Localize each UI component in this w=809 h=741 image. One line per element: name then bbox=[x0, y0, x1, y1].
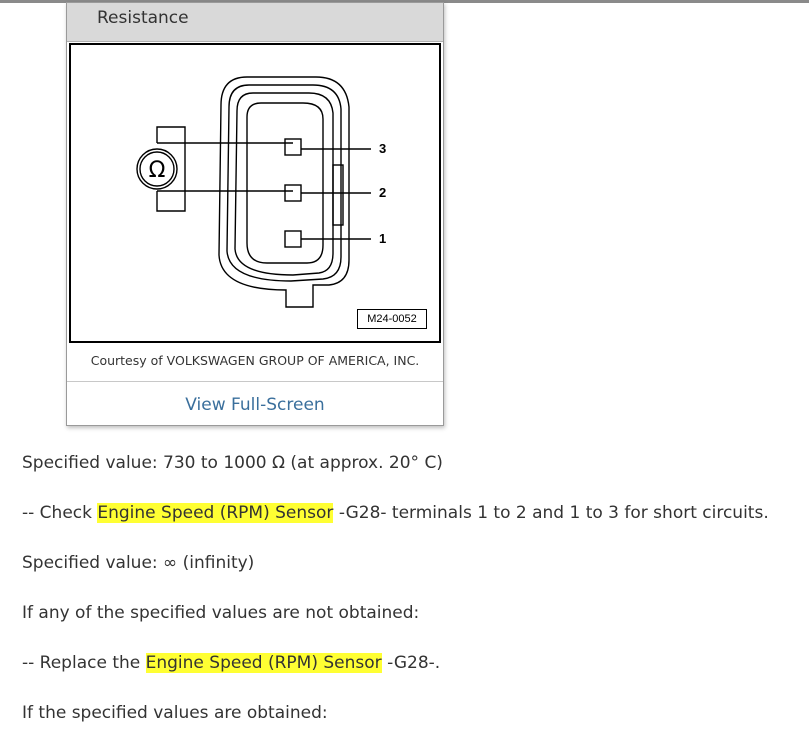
specified-value-resistance: Specified value: 730 to 1000 Ω (at appro… bbox=[22, 453, 443, 473]
terminal-1-pin bbox=[284, 230, 302, 248]
figure-title: Resistance bbox=[97, 8, 189, 28]
connector-diagram-drawing: Ω 3 2 1 bbox=[136, 76, 386, 308]
connector-inner-face bbox=[246, 102, 324, 264]
top-divider bbox=[0, 0, 809, 3]
terminal-label-3: 3 bbox=[379, 141, 386, 156]
specified-value-infinity: Specified value: ∞ (infinity) bbox=[22, 553, 255, 573]
step-prefix: -- Check bbox=[22, 503, 98, 523]
ohmmeter-circle bbox=[136, 148, 178, 190]
replace-sensor-step: -- Replace the Engine Speed (RPM) Sensor… bbox=[22, 653, 440, 673]
connector-housing-outline bbox=[218, 76, 350, 308]
caption-divider bbox=[67, 381, 443, 382]
terminal-2-pin bbox=[284, 184, 302, 202]
figure-card: Resistance bbox=[66, 2, 444, 426]
ohmmeter-inner-circle bbox=[139, 151, 175, 187]
ohm-symbol: Ω bbox=[149, 158, 166, 183]
step-suffix: -G28-. bbox=[381, 653, 441, 673]
obtained-condition: If the specified values are obtained: bbox=[22, 703, 328, 723]
connector-inner-ridge-2 bbox=[234, 92, 334, 276]
figure-ref-code: M24-0052 bbox=[357, 309, 427, 329]
connector-latch bbox=[332, 164, 344, 226]
sensor-name-highlight[interactable]: Engine Speed (RPM) Sensor bbox=[97, 503, 334, 523]
check-short-circuit-step: -- Check Engine Speed (RPM) Sensor -G28-… bbox=[22, 503, 769, 523]
sensor-name-highlight[interactable]: Engine Speed (RPM) Sensor bbox=[145, 653, 382, 673]
terminal-label-2: 2 bbox=[379, 185, 386, 200]
connector-diagram: Ω 3 2 1 M24-0052 bbox=[69, 43, 441, 343]
view-full-screen-link[interactable]: View Full-Screen bbox=[185, 395, 325, 415]
terminal-3-pin bbox=[284, 138, 302, 156]
not-obtained-condition: If any of the specified values are not o… bbox=[22, 603, 420, 623]
step-suffix: -G28- terminals 1 to 2 and 1 to 3 for sh… bbox=[333, 503, 769, 523]
figure-header: Resistance bbox=[67, 3, 443, 42]
figure-caption: Courtesy of VOLKSWAGEN GROUP OF AMERICA,… bbox=[90, 353, 420, 368]
step-prefix: -- Replace the bbox=[22, 653, 146, 673]
terminal-label-1: 1 bbox=[379, 231, 386, 246]
connector-inner-ridge-1 bbox=[226, 84, 342, 282]
meter-bracket bbox=[156, 126, 186, 212]
